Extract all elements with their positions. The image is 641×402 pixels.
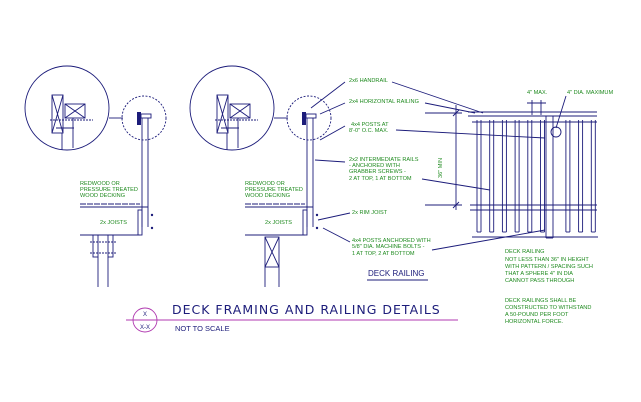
posts-callout: 8'-0" O.C. MAX. [349,128,389,134]
detail-callout-circle [121,95,167,141]
intermediate-rails-callout: 2x2 INTERMEDIATE RAILS [349,157,419,163]
posts-callout: 4x4 POSTS AT [351,122,389,128]
intermediate-rails-callout: 2 AT TOP, 1 AT BOTTOM [349,176,412,182]
joists-label: 2x JOISTS [100,220,127,226]
sphere-circle [550,126,562,138]
handrail-callout: 2x6 HANDRAIL [349,78,388,84]
notes-heading: DECK RAILING [505,249,544,255]
enlarged-detail-circle [24,65,110,151]
section-marker-top: X [143,312,147,318]
posts-anchored-callout: 4x4 POSTS ANCHORED WITH [352,238,431,244]
posts-anchored-callout: 1 AT TOP, 2 AT BOTTOM [352,251,415,257]
section-marker-bottom: X-X [140,325,150,331]
note-line: WITH PATTERN / SPACING SUCH [505,264,593,270]
posts-anchored-callout: 5/8" DIA. MACHINE BOLTS - [352,244,425,250]
sphere-max-label: 4" DIA. MAXIMUM [567,90,613,96]
decking-note: PRESSURE TREATED [245,187,303,193]
intermediate-rails-callout: GRABBER SCREWS - [349,169,406,175]
horizontal-railing-callout: 2x4 HORIZONTAL RAILING [349,99,419,105]
note-line: CONSTRUCTED TO WITHSTAND [505,305,591,311]
railing-elevation [468,111,598,239]
drawing-title: DECK FRAMING AND RAILING DETAILS [172,302,441,317]
note-line: THAT A SPHERE 4" IN DIA [505,271,573,277]
spacing-max-label: 4" MAX. [527,90,548,96]
left-section-detail: REDWOOD OR PRESSURE TREATED WOOD DECKING… [24,65,167,287]
joists-label: 2x JOISTS [265,220,292,226]
rim-joist-callout: 2x RIM JOIST [352,210,388,216]
decking-note: WOOD DECKING [245,193,290,199]
note-line: NOT LESS THAN 36" IN HEIGHT [505,257,589,263]
decking-note: REDWOOD OR [245,181,285,187]
deck-railing-label: DECK RAILING [368,269,424,278]
callouts: 2x6 HANDRAIL 2x4 HORIZONTAL RAILING 4x4 … [349,78,431,257]
middle-section-detail: REDWOOD OR PRESSURE TREATED WOOD DECKING… [189,65,332,287]
note-line: HORIZONTAL FORCE. [505,319,564,325]
notes: DECK RAILING NOT LESS THAN 36" IN HEIGHT… [505,249,593,325]
note-line: A 50-POUND PER FOOT [505,312,569,318]
height-min-label: 36" MIN [438,158,444,178]
drawing-scale: NOT TO SCALE [175,324,230,333]
decking-note: REDWOOD OR [80,181,120,187]
note-line: DECK RAILINGS SHALL BE [505,298,577,304]
intermediate-rails-callout: - ANCHORED WITH [349,163,400,169]
note-line: CANNOT PASS THROUGH [505,278,574,284]
decking-note: PRESSURE TREATED [80,187,138,193]
decking-note: WOOD DECKING [80,193,125,199]
title-block: X X-X DECK FRAMING AND RAILING DETAILS N… [126,302,458,333]
